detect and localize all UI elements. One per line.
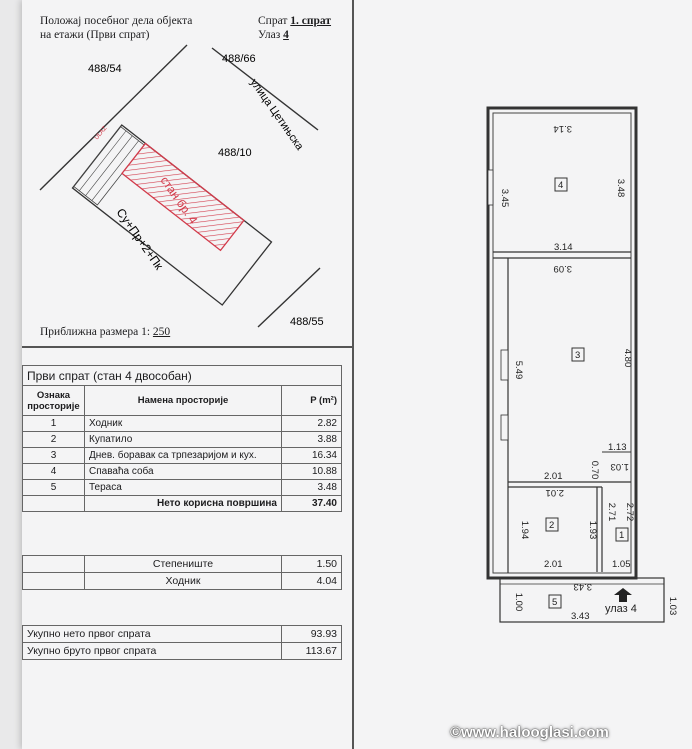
dim-terrace-top: 3.43: [574, 581, 593, 592]
dim-hall-bottom: 1.05: [612, 559, 631, 570]
table-row: 3 Днев. боравак са трпезаријом и кух. 16…: [22, 447, 342, 464]
room-name: Днев. боравак са трпезаријом и кух.: [84, 447, 282, 464]
room-number: 1: [22, 415, 85, 432]
dim-terrace-left: 1.00: [513, 593, 524, 612]
floor-value: 1. спрат: [290, 15, 332, 27]
parcel-label-nw: 488/54: [88, 63, 122, 75]
scale-note: Приближна размера 1: 250: [40, 326, 170, 338]
table-row: 2 Купатило 3.88: [22, 431, 342, 448]
dim-bath-bottom: 2.01: [544, 559, 563, 570]
col-header-area: P (m²): [281, 385, 342, 416]
room-area: 3.88: [281, 431, 342, 448]
common-area-value: 4.04: [281, 572, 342, 590]
common-area-value: 1.50: [281, 555, 342, 573]
rooms-table: Први спрат (стан 4 двособан) Ознака прос…: [22, 365, 342, 512]
dim-hall-right-1: 2.71: [606, 503, 617, 522]
header-line-1: Положај посебног дела објекта: [40, 15, 193, 27]
dim-terrace-right: 1.03: [667, 597, 678, 616]
dim-070: 0.70: [589, 461, 600, 480]
summary-value: 93.93: [281, 625, 342, 643]
scale-label: Приближна размера 1:: [40, 326, 151, 338]
dim-room4-bottom: 3.14: [554, 242, 573, 253]
entrance-mark: ULAZ: [94, 125, 109, 141]
table-row: Ходник 4.04: [22, 572, 342, 590]
table-row: Укупно бруто првог спрата 113.67: [22, 642, 342, 660]
summary-name: Укупно нето првог спрата: [22, 625, 282, 643]
room-name: Купатило: [84, 431, 282, 448]
room-area: 10.88: [281, 463, 342, 480]
room-name: Спаваћа соба: [84, 463, 282, 480]
dim-bath-top-2: 2.01: [546, 487, 565, 498]
common-area-name: Ходник: [84, 572, 282, 590]
dim-room4-right: 3.48: [615, 179, 626, 198]
floor-label: Спрат: [258, 15, 288, 27]
dim-room4-top: 3.14: [554, 123, 573, 134]
dim-room3-left: 5.49: [513, 361, 524, 380]
site-plan: 488/54 488/66 488/10 488/55 улица Цетињс…: [39, 44, 324, 328]
dim-room3-right: 4.80: [622, 349, 633, 368]
watermark: ©www.halooglasi.com: [450, 724, 609, 741]
dim-hall-top: 1.13: [608, 442, 627, 453]
scale-value: 250: [152, 326, 171, 338]
common-area-name: Степениште: [84, 555, 282, 573]
col-header-number: Ознака просторије: [22, 385, 85, 416]
building-floors-label: Су+Пр+2+Пк: [114, 206, 167, 273]
room1-label: 1: [619, 530, 624, 541]
entrance-label-plan: улаз 4: [605, 603, 637, 615]
dim-bath-left: 1.94: [519, 521, 530, 540]
entrance-label: Улаз: [258, 29, 281, 41]
header-line-2: на етажи (Први спрат): [40, 29, 150, 41]
room-area: 16.34: [281, 447, 342, 464]
dim-terrace-bottom: 3.43: [571, 611, 590, 622]
total-row: Нето корисна површина 37.40: [22, 495, 342, 512]
vertical-divider: [352, 0, 354, 749]
room-number: 5: [22, 479, 85, 496]
street-label: улица Цетињска: [248, 77, 307, 153]
parcel-label-se: 488/55: [290, 316, 324, 328]
room-area: 3.48: [281, 479, 342, 496]
dim-room4-left: 3.45: [499, 189, 510, 208]
entrance-value: 4: [283, 29, 289, 41]
room2-label: 2: [549, 520, 554, 531]
parcel-label-center: 488/10: [218, 147, 252, 159]
floor-plan: 3.14 3.45 3.48 4 3.14 3.09 5.49 4.80 3 1…: [486, 106, 678, 623]
total-value: 37.40: [281, 495, 342, 512]
summary-name: Укупно бруто првог спрата: [22, 642, 282, 660]
horizontal-divider: [22, 346, 352, 348]
col-header-purpose: Намена просторије: [84, 385, 282, 416]
dim-bath-right: 1.93: [587, 521, 598, 540]
room3-label: 3: [575, 350, 580, 361]
total-label: Нето корисна површина: [84, 495, 282, 512]
dim-hall-right-2: 2.72: [624, 503, 635, 522]
room-number: 3: [22, 447, 85, 464]
rooms-table-title: Први спрат (стан 4 двособан): [22, 365, 342, 386]
room-name: Ходник: [84, 415, 282, 432]
floor-summary-table: Укупно нето првог спрата 93.93 Укупно бр…: [22, 625, 342, 660]
room5-label: 5: [552, 597, 557, 608]
dim-bath-top-1: 2.01: [544, 471, 563, 482]
dim-hall-inner: 1.03: [611, 461, 630, 472]
header-position-caption: Положај посебног дела објекта на етажи (…: [40, 14, 192, 42]
table-row: Степениште 1.50: [22, 555, 342, 573]
table-row: 1 Ходник 2.82: [22, 415, 342, 432]
room-number: 4: [22, 463, 85, 480]
header-floor-info: Спрат 1. спрат Улаз 4: [258, 14, 331, 42]
room-number: 2: [22, 431, 85, 448]
apartment-hatch-area: [121, 142, 245, 252]
dim-room3-top: 3.09: [554, 263, 573, 274]
room-name: Тераса: [84, 479, 282, 496]
parcel-label-ne: 488/66: [222, 53, 256, 65]
table-row: 5 Тераса 3.48: [22, 479, 342, 496]
room-area: 2.82: [281, 415, 342, 432]
table-row: 4 Спаваћа соба 10.88: [22, 463, 342, 480]
summary-value: 113.67: [281, 642, 342, 660]
room4-label: 4: [558, 180, 563, 191]
common-areas-table: Степениште 1.50 Ходник 4.04: [22, 555, 342, 590]
table-row: Укупно нето првог спрата 93.93: [22, 625, 342, 643]
